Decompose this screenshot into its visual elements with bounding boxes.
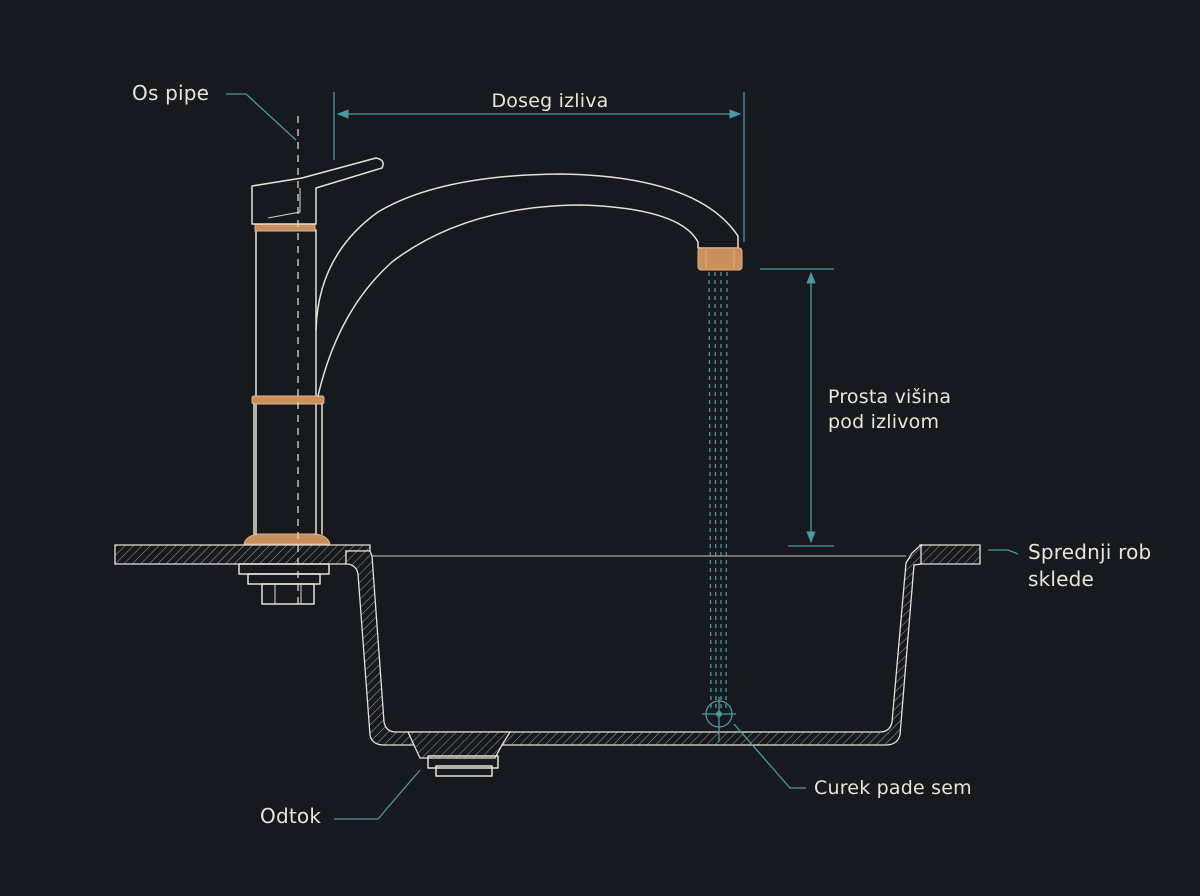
pipe-axis-leader [226, 93, 297, 141]
spout-reach-label: Doseg izliva [491, 90, 608, 112]
water-stream [702, 271, 736, 742]
countertop-right-slab [919, 544, 981, 565]
drain-tail [435, 765, 493, 777]
stream-point-label: Curek pade sem [814, 777, 972, 799]
sink-bowl-wall [345, 543, 922, 746]
bowl-edge-label-line1: Sprednji rob [1028, 540, 1151, 564]
mount-shank [261, 583, 315, 605]
countertop-left-slab [114, 544, 371, 565]
drain-flange [406, 731, 512, 759]
drain-label: Odtok [260, 804, 321, 828]
faucet [243, 157, 743, 545]
countertop [114, 544, 981, 565]
spout-aerator [697, 247, 743, 271]
clearance-label-line2: pod izlivom [828, 411, 939, 433]
pipe-axis-label: Os pipe [132, 81, 209, 105]
faucet-mount [238, 563, 330, 605]
bowl-edge-label-line2: sklede [1028, 567, 1094, 591]
mount-nut [247, 573, 321, 585]
clearance-dimension [760, 268, 834, 547]
bowl-edge-leader [988, 549, 1019, 555]
clearance-label-line1: Prosta višina [828, 386, 951, 408]
mount-nut-plate [238, 563, 330, 575]
faucet-body [255, 229, 317, 535]
faucet-spout [315, 173, 739, 397]
faucet-upper-band [254, 223, 316, 232]
spout-reach-dimension [333, 92, 745, 242]
faucet-base-ring [243, 533, 331, 545]
drain-leader [334, 769, 421, 820]
faucet-collar [251, 395, 325, 405]
sink-bowl [345, 543, 922, 777]
stream-point-leader [733, 723, 806, 789]
drain-body [427, 755, 499, 769]
faucet-handle [251, 157, 384, 225]
